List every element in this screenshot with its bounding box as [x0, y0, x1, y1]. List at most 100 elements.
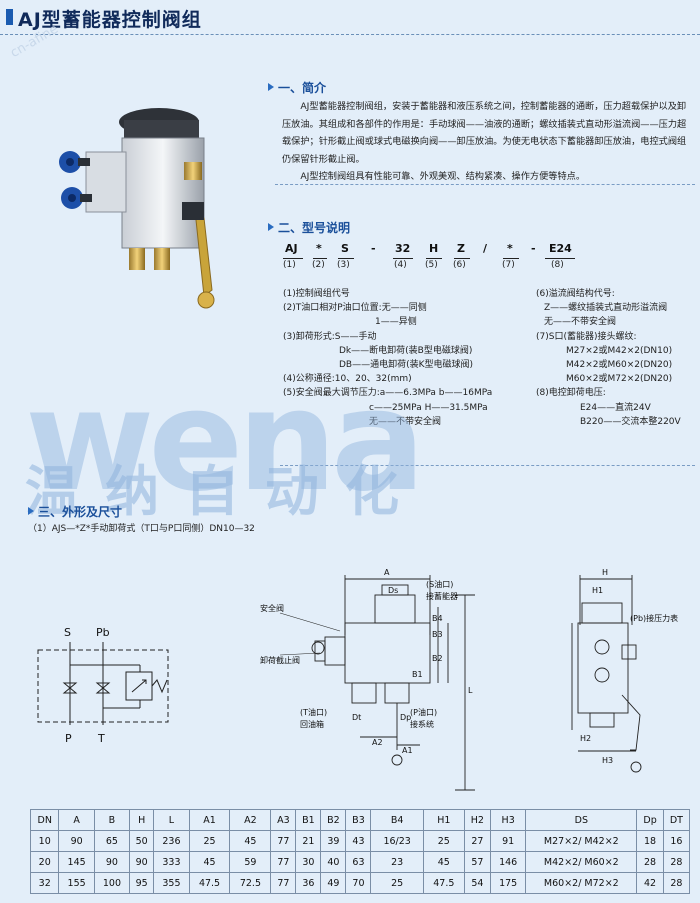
divider-2: [280, 465, 695, 466]
table-cell: 175: [489, 872, 527, 894]
dim-a2: A2: [372, 738, 383, 747]
section1-heading: 一、简介: [268, 79, 326, 96]
table-cell: 28: [636, 851, 664, 873]
col-header: B4: [370, 809, 424, 831]
triangle-icon: [268, 223, 274, 231]
table-cell: 355: [153, 872, 190, 894]
desc-line: M42×2或M60×2(DN20): [566, 360, 673, 371]
code-underline: [454, 258, 470, 259]
table-cell: 155: [58, 872, 95, 894]
table-cell: 21: [295, 830, 322, 852]
section1-heading-text: 一、简介: [278, 81, 327, 95]
table-cell: 47.5: [422, 872, 465, 894]
desc-line: (2)T油口相对P油口位置:无——同侧: [283, 303, 427, 314]
code-underline: [283, 258, 303, 259]
code-num-1: (1): [283, 260, 296, 270]
schem-label-t: T: [97, 732, 105, 745]
col-header: B: [93, 809, 131, 831]
code-underline: [338, 258, 354, 259]
label-unload-valve: 卸荷截止阀: [260, 655, 300, 665]
table-cell: 146: [489, 851, 527, 873]
col-header: H: [129, 809, 155, 831]
col-header: DN: [29, 809, 60, 831]
col-header: H3: [489, 809, 527, 831]
table-cell: 32: [29, 872, 60, 894]
label-pressure-gauge: (Pb)接压力表: [630, 613, 678, 623]
table-cell: 91: [489, 830, 527, 852]
desc-line: 无——不带安全阀: [369, 416, 442, 427]
code-num-4: (4): [394, 260, 407, 270]
table-cell: M42×2/ M60×2: [525, 851, 638, 873]
side-view-drawing: H H1 (Pb)接压力表 H2 H3: [571, 568, 678, 773]
desc-line: (7)S口(蓄能器)接头螺纹:: [536, 331, 637, 342]
intro-paragraph-2: AJ型控制阀组具有性能可靠、外观美观、结构紧凑、操作方便等特点。: [300, 171, 586, 182]
desc-line: 无——不带安全阀: [544, 317, 617, 328]
table-cell: 30: [295, 851, 322, 873]
table-cell: 70: [345, 872, 372, 894]
table-cell: 42: [636, 872, 664, 894]
hydraulic-schematic: S Pb P T: [37, 626, 169, 745]
table-cell: 90: [93, 851, 131, 873]
intro-paragraph-1: AJ型蓄能器控制阀组，安装于蓄能器和液压系统之间，控制蓄能器的通断，压力超载保护…: [282, 101, 687, 165]
table-cell: 40: [320, 851, 347, 873]
desc-line: E24——直流24V: [580, 402, 651, 413]
schem-label-pb: Pb: [96, 626, 110, 639]
table-cell: 72.5: [229, 872, 272, 894]
model-desc-right: (6)溢流阀结构代号: Z——螺纹插装式直动形溢流阀 无——不带安全阀 (7)S…: [536, 287, 681, 429]
code-dash-1: -: [371, 242, 376, 255]
desc-line: Z——螺纹插装式直动形溢流阀: [544, 303, 668, 314]
label-s-port: (S油口): [426, 579, 453, 589]
code-underline: [503, 258, 519, 259]
table-cell: 95: [129, 872, 155, 894]
table-cell: 25: [422, 830, 465, 852]
code-underline: [545, 258, 575, 259]
intro-text: AJ型蓄能器控制阀组，安装于蓄能器和液压系统之间，控制蓄能器的通断，压力超载保护…: [282, 98, 687, 186]
table-cell: 57: [463, 851, 491, 873]
table-cell: 47.5: [188, 872, 231, 894]
col-header: A2: [229, 809, 272, 831]
desc-line: (8)电控卸荷电压:: [536, 388, 606, 399]
table-cell: 45: [422, 851, 465, 873]
code-aj: AJ: [285, 242, 298, 255]
code-underline: [313, 258, 327, 259]
product-photo: [59, 108, 215, 309]
desc-line: M27×2或M42×2(DN10): [566, 345, 673, 356]
dim-dp: Dp: [400, 713, 411, 722]
col-header: DS: [525, 809, 638, 831]
table-cell: 16: [662, 830, 691, 852]
dim-dt: Dt: [352, 713, 361, 722]
dim-a: A: [384, 568, 390, 577]
dim-l: L: [468, 686, 473, 695]
table-cell: 45: [229, 830, 272, 852]
table-cell: 77: [270, 851, 297, 873]
table-cell: 16/23: [370, 830, 424, 852]
code-underline: [393, 258, 413, 259]
label-t-port: (T油口): [300, 707, 327, 717]
desc-line: (4)公称通径:10、20、32(mm): [283, 374, 412, 385]
dim-b4: B4: [432, 614, 443, 623]
code-32: 32: [395, 242, 411, 255]
table-cell: M60×2/ M72×2: [525, 872, 638, 894]
section2-heading-text: 二、型号说明: [278, 221, 351, 235]
dim-a1: A1: [402, 746, 413, 755]
code-num-8: (8): [551, 260, 564, 270]
dim-h3: H3: [602, 756, 613, 765]
section3-subtitle: （1）AJS—*Z*手动卸荷式（T口与P口同侧）DN10—32: [28, 524, 255, 534]
col-header: H1: [422, 809, 465, 831]
desc-line: c——25MPa H——31.5MPa: [369, 402, 488, 413]
table-cell: 77: [270, 872, 297, 894]
desc-line: (5)安全阀最大调节压力:a——6.3MPa b——16MPa: [283, 388, 493, 399]
dim-h2: H2: [580, 734, 591, 743]
table-cell: 20: [29, 851, 60, 873]
title-marker: [6, 9, 13, 25]
triangle-icon: [268, 83, 274, 91]
desc-line: (1)控制阀组代号: [283, 289, 350, 299]
table-cell: 27: [463, 830, 491, 852]
code-z: Z: [457, 242, 465, 255]
dimension-table: DN A B H L A1 A2 A3 B1 B2 B3 B4 H1 H2 H3…: [29, 809, 691, 894]
code-num-2: (2): [312, 260, 325, 270]
desc-line: (6)溢流阀结构代号:: [536, 289, 615, 299]
col-header: B3: [345, 809, 372, 831]
desc-line: Dk——断电卸荷(装B型电磁球阀): [339, 345, 473, 356]
